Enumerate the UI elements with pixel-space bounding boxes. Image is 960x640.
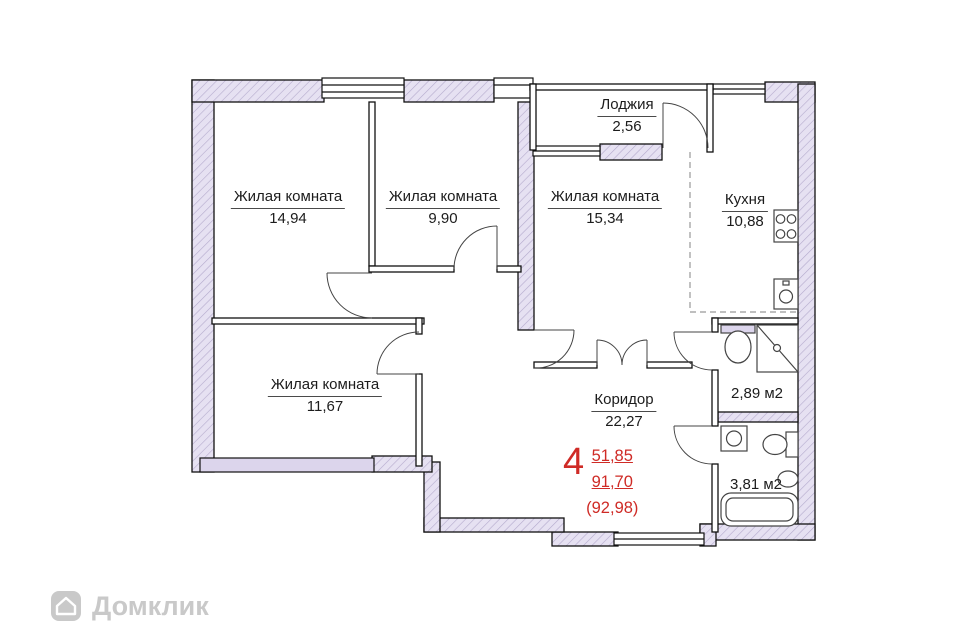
wall-segment [706,83,714,153]
room-label-living-2: Жилая комната 9,90 [385,187,501,228]
fixtures [720,209,799,527]
room-label-living-4: Жилая комната 11,67 [267,375,383,416]
washbasin-icon [724,330,752,364]
wall-segment [529,83,537,151]
shower-icon [756,324,799,373]
doors [326,102,713,465]
room-area: 2,56 [612,117,642,135]
room-area: 3,81 м2 [729,476,783,493]
summary-total-area: (92,98) [586,499,639,517]
room-name: Жилая комната [385,187,501,209]
room-name: Жилая комната [547,187,663,209]
wall-segment [415,317,423,335]
wall-segment [415,373,423,467]
wall-segment [368,101,376,267]
door-arc [662,102,709,149]
door-arc [533,329,575,369]
room-label-living-3: Жилая комната 15,34 [547,187,663,228]
room-label-loggia: Лоджия 2,56 [597,95,657,136]
small-sink-icon [777,470,799,488]
wall-segment [529,83,714,91]
window [493,77,534,99]
room-label-bath-2: 3,81 м2 [730,475,782,495]
wall-segment [517,101,535,331]
walls-outer [191,79,816,547]
wall-segment [711,369,719,427]
wall-segment [368,265,455,273]
room-area: 2,89 м2 [730,385,784,402]
stove-icon [773,209,799,243]
window-slab [199,457,375,473]
rooms-count: 4 [563,441,584,483]
wall-segment [371,455,433,473]
door-arc [376,331,420,375]
wall-segment [423,517,565,533]
wall-segment [711,317,719,333]
door-arc [673,331,713,371]
door-arc [621,339,648,366]
apartment-summary: 4 51,85 91,70 (92,98) [563,441,639,525]
wall-segment [191,79,215,473]
toilet-icon [762,431,799,458]
door-arc [596,339,623,366]
domclick-logo-icon [51,591,81,621]
room-name: Жилая комната [230,187,346,209]
wall-segment [711,317,799,325]
summary-area: 91,70 [591,473,633,491]
watermark-label: Домклик [92,590,209,621]
door-arc [453,225,498,270]
windows [199,77,766,546]
walls-inner [211,83,799,533]
room-area: 14,94 [269,209,307,227]
washer-icon [720,425,748,452]
room-name: Коридор [591,390,657,412]
wall-segment [211,317,425,325]
room-name: Кухня [721,190,769,212]
door-arc [673,425,713,465]
room-area: 9,90 [428,209,458,227]
kitchen-sink-icon [773,278,799,310]
room-name: Лоджия [597,95,657,117]
kitchen-boundary-dashed [689,152,798,313]
room-label-bath-1: 2,89 м2 [731,384,783,404]
room-label-corridor: Коридор 22,27 [591,390,657,431]
watermark: Домклик [50,590,209,622]
room-area: 11,67 [306,397,344,415]
wall-segment [191,79,325,103]
summary-living-area: 51,85 [591,447,633,465]
wall-segment [711,463,719,533]
wall-segment [717,411,799,423]
wall-segment [403,79,495,103]
wall-segment [599,143,663,161]
bathtub-icon [720,492,799,527]
room-area: 22,27 [605,412,643,430]
room-label-living-1: Жилая комната 14,94 [230,187,346,228]
room-name: Жилая комната [267,375,383,397]
room-area: 15,34 [586,209,624,227]
room-label-kitchen: Кухня 10,88 [721,190,769,231]
window [321,77,405,99]
wall-segment [646,361,693,369]
wall-segment [797,83,816,541]
door-arc [326,272,373,319]
wall-segment [496,265,522,273]
wall-segment [551,531,619,547]
room-area: 10,88 [726,212,764,230]
